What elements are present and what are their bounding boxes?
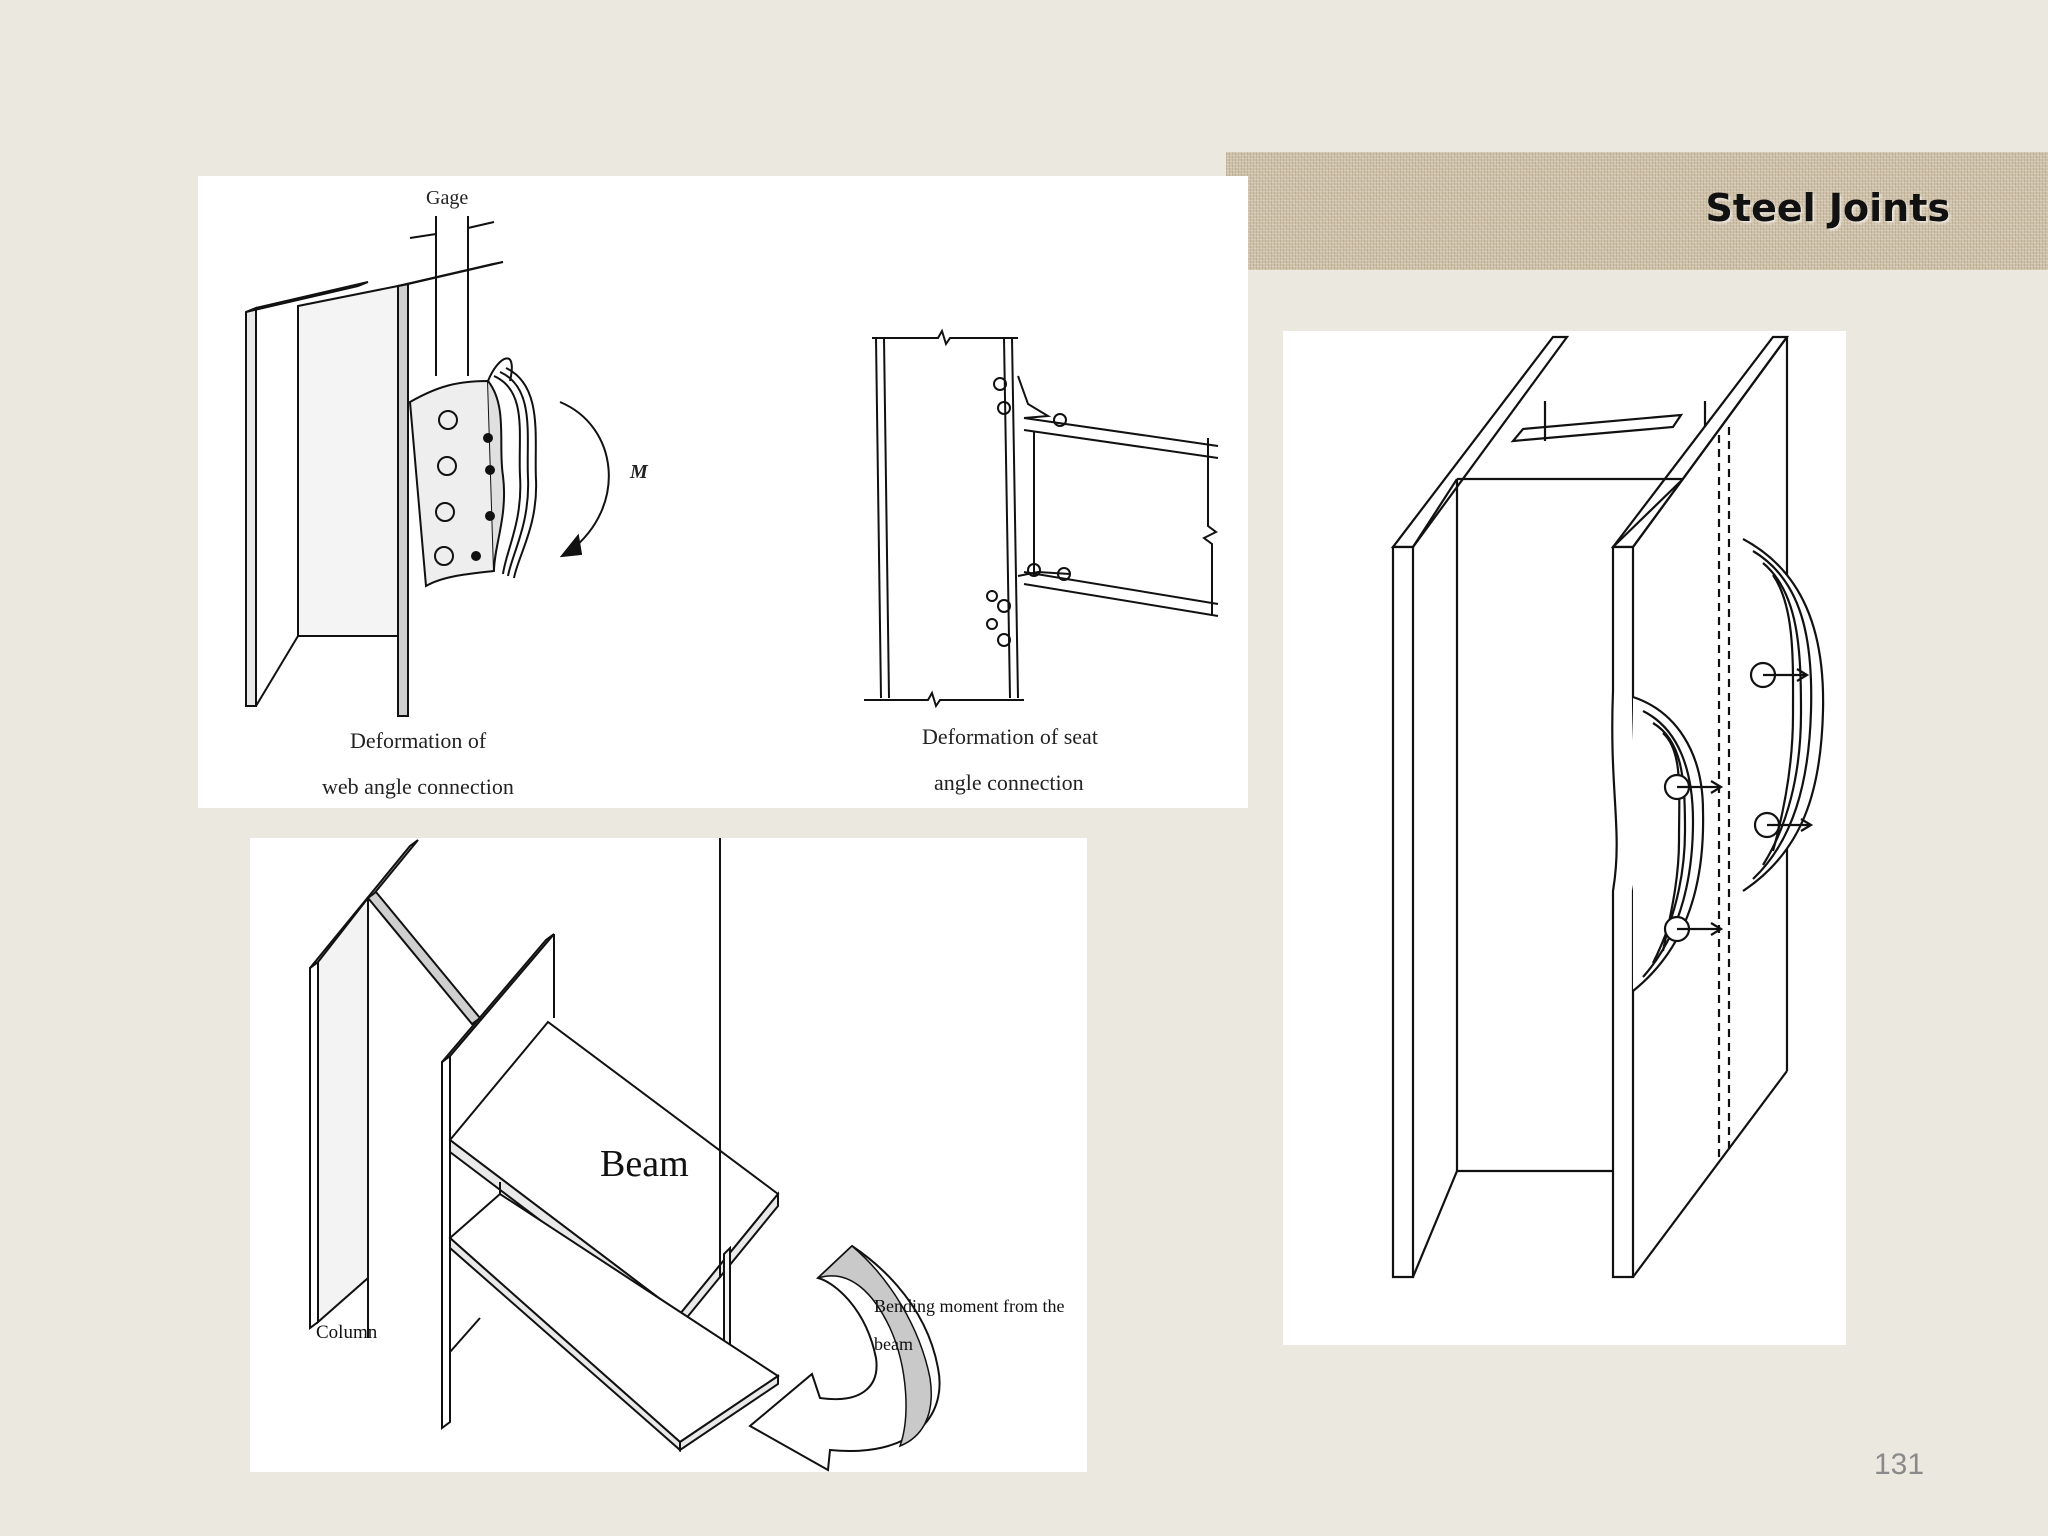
title-band: Steel Joints [1226, 152, 2048, 270]
page-number: 131 [1874, 1448, 1925, 1481]
caption-seat-angle-line1: Deformation of seat [922, 724, 1098, 749]
caption-web-angle-line2: web angle connection [322, 774, 514, 799]
angle-connections-drawing: Gage M [245, 187, 1219, 717]
caption-web-angle-line1: Deformation of [350, 728, 487, 753]
column-label: Column [316, 1322, 378, 1343]
figure-beam-column: Beam Column Bending moment from the beam [250, 838, 1087, 1472]
slide-title: Steel Joints [1705, 186, 1950, 230]
moment-label-line1: Bending moment from the [874, 1296, 1064, 1316]
beam-label: Beam [600, 1143, 689, 1185]
moment-label-line2: beam [874, 1334, 913, 1354]
gage-label: Gage [426, 187, 468, 209]
flange-deformation-drawing [1390, 335, 1825, 1279]
figure-angle-connections: Gage M Deformation of web angle connecti… [198, 176, 1248, 808]
caption-seat-angle-line2: angle connection [934, 770, 1084, 795]
figure-flange-deformation [1283, 331, 1846, 1345]
beam-column-drawing: Beam Column Bending moment from the beam [309, 838, 1064, 1472]
moment-label: M [629, 461, 649, 483]
